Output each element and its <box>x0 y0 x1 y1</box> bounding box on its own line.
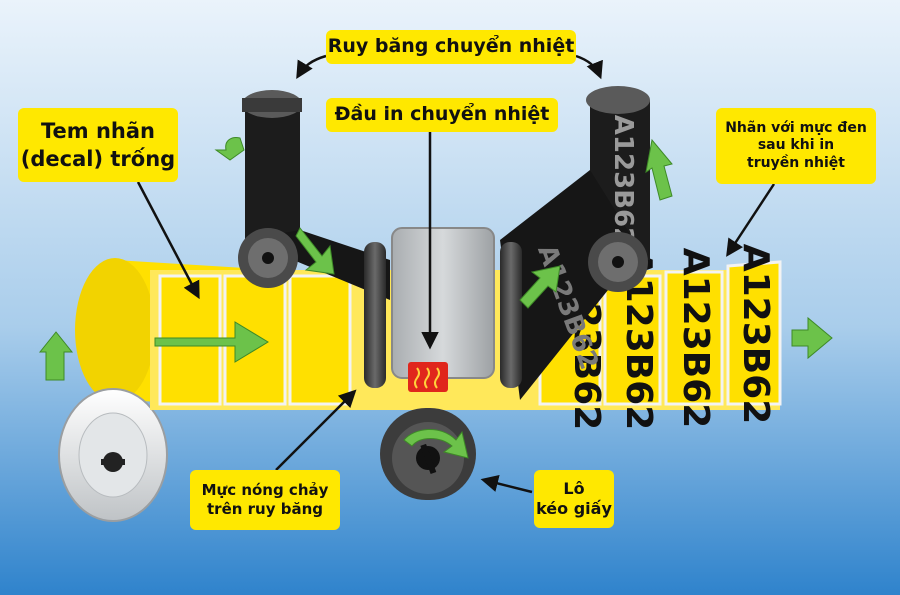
ribbon-callout: Ruy băng chuyển nhiệt <box>326 30 576 64</box>
blank-label-callout: Tem nhãn (decal) trống <box>18 108 178 182</box>
printed-label-text: A123B62 <box>675 248 716 429</box>
leader-arrow <box>575 54 603 80</box>
motion-arrow-icon <box>791 316 833 360</box>
motion-arrow-icon <box>154 321 269 363</box>
motion-arrow-icon <box>38 331 74 381</box>
guide-post <box>364 242 386 388</box>
motion-arrow-icon <box>214 137 245 161</box>
drive-roller-callout: Lô kéo giấy <box>534 470 614 528</box>
thermal-printhead <box>391 227 495 392</box>
motion-arrow-icon <box>403 428 469 459</box>
motion-arrow-icon <box>645 138 673 201</box>
printhead-callout: Đầu in chuyển nhiệt <box>326 98 558 132</box>
leader-arrow <box>136 181 200 300</box>
leader-arrow <box>480 474 533 494</box>
printed-label-text: A123B62 <box>735 244 776 425</box>
printed-label-callout: Nhãn với mực đen sau khi in truyền nhiệt <box>716 108 876 184</box>
guide-post <box>500 242 522 388</box>
melted-ink-callout: Mực nóng chảy trên ruy băng <box>190 470 340 530</box>
leader-arrow <box>726 183 776 257</box>
ribbon-supply <box>238 90 390 300</box>
leader-arrow <box>275 389 357 471</box>
leader-arrow <box>296 54 327 80</box>
heater-icon <box>414 367 440 389</box>
motion-arrow-icon <box>295 227 335 275</box>
ribbon-imprint: A123B62 <box>608 115 638 245</box>
motion-arrow-icon <box>519 265 561 309</box>
